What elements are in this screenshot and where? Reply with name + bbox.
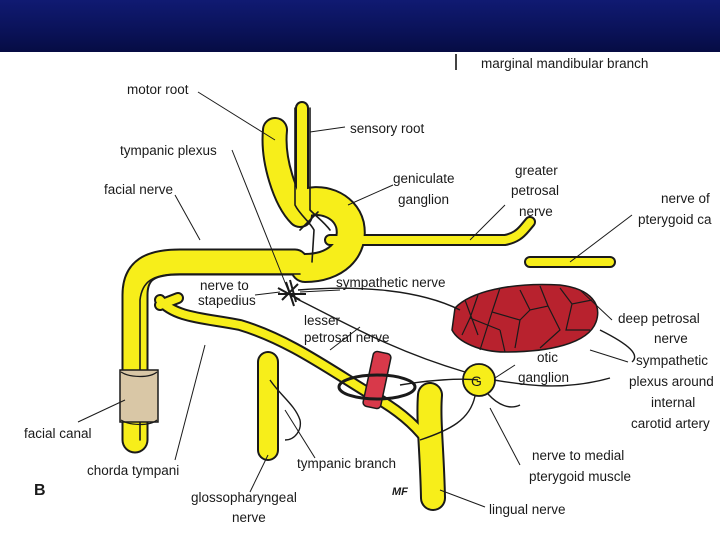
label-pterygoid-canal-line2: pterygoid ca xyxy=(638,212,712,227)
label-facial-canal: facial canal xyxy=(24,426,92,441)
label-sympathetic-nerve: sympathetic nerve xyxy=(336,275,446,290)
mandibular-mark: MF xyxy=(392,486,408,498)
label-motor-root: motor root xyxy=(127,82,189,97)
label-tympanic-plexus: tympanic plexus xyxy=(120,143,217,158)
label-lesser-petrosal-line2: petrosal nerve xyxy=(304,330,390,345)
label-nerve-to-stapedius-line2: stapedius xyxy=(198,293,256,308)
label-nerve-to-stapedius-line1: nerve to xyxy=(200,278,249,293)
label-tympanic-branch: tympanic branch xyxy=(297,456,396,471)
label-deep-petrosal-line2: nerve xyxy=(654,331,688,346)
label-greater-petrosal-line1: greater xyxy=(515,163,558,178)
panel-letter: B xyxy=(34,482,46,499)
nerve-paths xyxy=(121,101,616,511)
label-otic-line1: otic xyxy=(537,350,558,365)
diagram-labels: marginal mandibular branch motor root se… xyxy=(24,56,714,525)
label-chorda-tympani: chorda tympani xyxy=(87,463,179,478)
label-sympathetic-plexus-line2: plexus around xyxy=(629,374,714,389)
label-otic-line2: ganglion xyxy=(518,370,569,385)
label-greater-petrosal-line2: petrosal xyxy=(511,183,559,198)
label-deep-petrosal-line1: deep petrosal xyxy=(618,311,700,326)
label-lingual-nerve: lingual nerve xyxy=(489,502,566,517)
otic-ganglion: G xyxy=(462,363,496,397)
label-pterygoid-canal-line1: nerve of xyxy=(661,191,710,206)
label-sympathetic-plexus-line4: carotid artery xyxy=(631,416,710,431)
diagram-slide: G MF marginal mand xyxy=(0,52,720,540)
facial-nerve-diagram: G MF marginal mand xyxy=(24,54,714,525)
label-leader-lines xyxy=(77,91,633,508)
label-facial-nerve: facial nerve xyxy=(104,182,173,197)
svg-text:G: G xyxy=(471,373,482,389)
slide-header-band xyxy=(0,0,720,52)
sympathetic-plexus-carotid xyxy=(451,283,599,353)
label-sensory-root: sensory root xyxy=(350,121,425,136)
label-glossopharyngeal-line2: nerve xyxy=(232,510,266,525)
header-fragment-label: marginal mandibular branch xyxy=(481,56,648,71)
label-medial-pterygoid-line1: nerve to medial xyxy=(532,448,624,463)
thin-nerve-lines xyxy=(269,287,636,441)
internal-carotid-artery xyxy=(337,350,417,410)
label-sympathetic-plexus-line3: internal xyxy=(651,395,695,410)
label-lesser-petrosal-line1: lesser xyxy=(304,313,341,328)
label-sympathetic-plexus-line1: sympathetic xyxy=(636,353,708,368)
label-medial-pterygoid-line2: pterygoid muscle xyxy=(529,469,631,484)
facial-canal-tube xyxy=(119,369,159,423)
label-greater-petrosal-line3: nerve xyxy=(519,204,553,219)
label-glossopharyngeal-line1: glossopharyngeal xyxy=(191,490,297,505)
label-geniculate-line2: ganglion xyxy=(398,192,449,207)
label-geniculate-line1: geniculate xyxy=(393,171,455,186)
